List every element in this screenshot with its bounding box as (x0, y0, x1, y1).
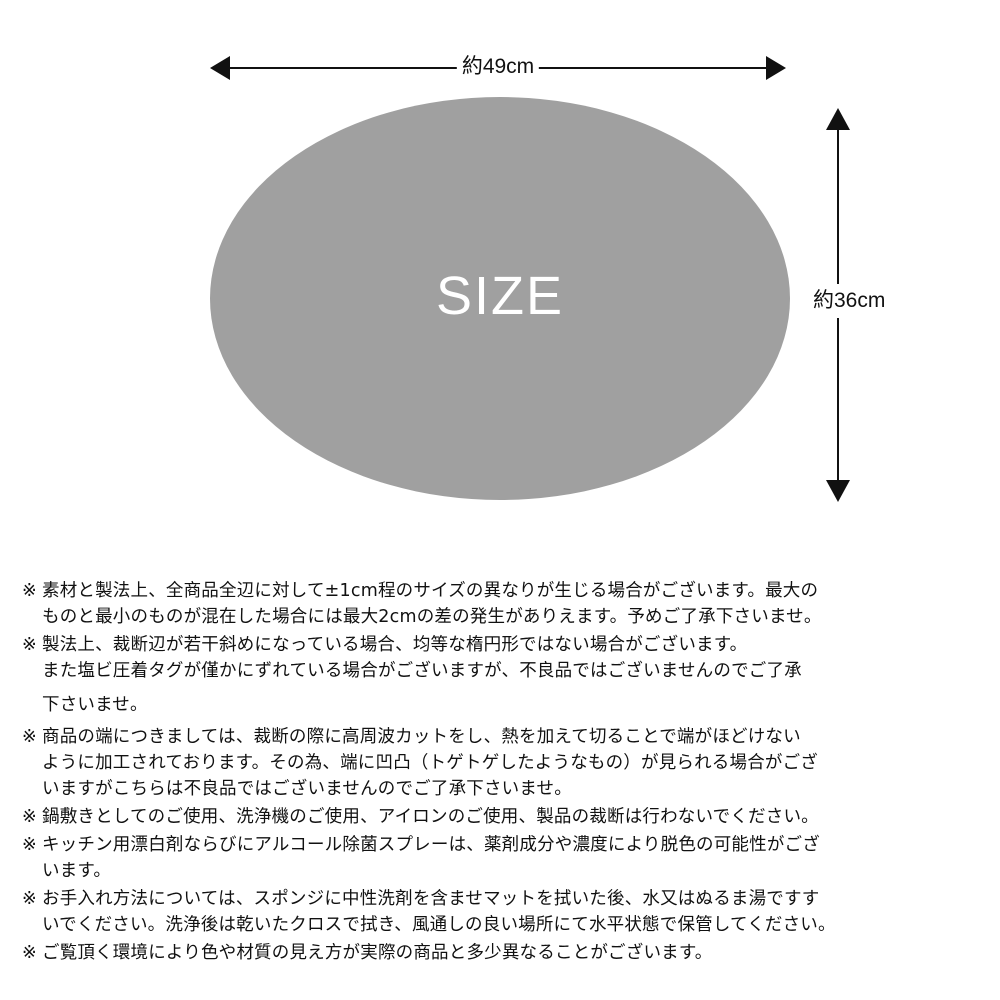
note-line: 製法上、裁断辺が若干斜めになっている場合、均等な楕円形ではない場合がございます。 (42, 635, 748, 655)
height-label: 約36cm (813, 284, 886, 318)
note-line: 鍋敷きとしてのご使用、洗浄機のご使用、アイロンのご使用、製品の裁断は行わないでく… (42, 807, 819, 827)
note-line: キッチン用漂白剤ならびにアルコール除菌スプレーは、薬剤成分や濃度により脱色の可能… (42, 835, 820, 855)
note-edge-finish: ※ 商品の端につきましては、裁断の際に高周波カットをし、熱を加えて切ることで端が… (22, 724, 982, 802)
note-line: います。 (42, 861, 112, 881)
height-dimension: 約36cm (813, 108, 886, 502)
note-mark: ※ (22, 835, 37, 855)
note-line: 下さいませ。 (42, 695, 148, 715)
note-line: いますがこちらは不良品ではございませんのでご了承下さいませ。 (42, 779, 572, 799)
note-color-disclaimer: ※ ご覧頂く環境により色や材質の見え方が実際の商品と多少異なることがございます。 (22, 940, 982, 966)
arrow-left-icon (210, 56, 230, 80)
note-bleach-warning: ※ キッチン用漂白剤ならびにアルコール除菌スプレーは、薬剤成分や濃度により脱色の… (22, 832, 982, 884)
note-mark: ※ (22, 807, 37, 827)
width-dimension: 約49cm (210, 54, 786, 80)
note-size-variance: ※ 素材と製法上、全商品全辺に対して±1cm程のサイズの異なりが生じる場合がござ… (22, 578, 982, 630)
note-line: お手入れ方法については、スポンジに中性洗剤を含ませマットを拭いた後、水又はぬるま… (42, 889, 820, 909)
width-label: 約49cm (456, 54, 540, 80)
size-diagram: 約49cm SIZE 約36cm (210, 54, 886, 502)
note-mark: ※ (22, 635, 37, 655)
note-line: また塩ビ圧着タグが僅かにずれている場合がございますが、不良品ではございませんので… (42, 661, 802, 681)
arrow-up-icon (826, 108, 850, 130)
note-line: ご覧頂く環境により色や材質の見え方が実際の商品と多少異なることがございます。 (42, 943, 713, 963)
note-line: 商品の端につきましては、裁断の際に高周波カットをし、熱を加えて切ることで端がほど… (42, 727, 801, 747)
note-line: ものと最小のものが混在した場合には最大2cmの差の発生がありえます。予めご了承下… (42, 607, 822, 627)
note-line: 素材と製法上、全商品全辺に対して±1cm程のサイズの異なりが生じる場合がございま… (42, 581, 819, 601)
note-mark: ※ (22, 943, 37, 963)
note-line: いでください。洗浄後は乾いたクロスで拭き、風通しの良い場所にて水平状態で保管して… (42, 915, 836, 935)
note-care-instructions: ※ お手入れ方法については、スポンジに中性洗剤を含ませマットを拭いた後、水又はぬ… (22, 886, 982, 938)
note-mark: ※ (22, 727, 37, 747)
note-prohibited-use: ※ 鍋敷きとしてのご使用、洗浄機のご使用、アイロンのご使用、製品の裁断は行わない… (22, 804, 982, 830)
note-cut-edge: ※ 製法上、裁断辺が若干斜めになっている場合、均等な楕円形ではない場合がございま… (22, 632, 982, 718)
oval-mat-shape: SIZE (210, 97, 790, 500)
arrow-down-icon (826, 480, 850, 502)
notes-list: ※ 素材と製法上、全商品全辺に対して±1cm程のサイズの異なりが生じる場合がござ… (22, 578, 982, 968)
arrow-right-icon (766, 56, 786, 80)
size-title: SIZE (435, 265, 565, 326)
note-mark: ※ (22, 581, 37, 601)
note-mark: ※ (22, 889, 37, 909)
note-line: ように加工されております。その為、端に凹凸（トゲトゲしたようなもの）が見られる場… (42, 753, 818, 773)
